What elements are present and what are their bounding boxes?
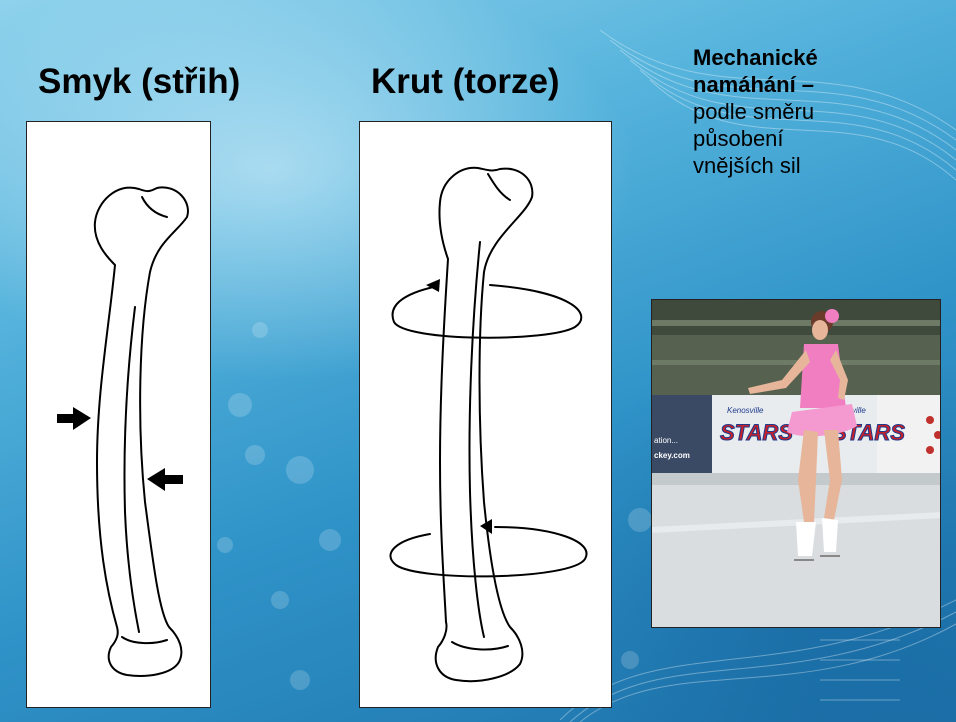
shear-arrow-left	[57, 407, 91, 430]
note-line-2: namáhání –	[693, 71, 943, 98]
banner-stars-left: STARS	[720, 420, 793, 445]
femur-outline	[95, 187, 188, 676]
mechanical-stress-note: Mechanické namáhání – podle směru působe…	[693, 44, 943, 179]
banner-small-left: Kenosville	[727, 406, 764, 415]
torsion-bone-illustration	[360, 122, 613, 709]
ad-text-1: ation...	[654, 436, 678, 445]
note-line-1: Mechanické	[693, 44, 943, 71]
title-torsion: Krut (torze)	[371, 62, 560, 102]
shear-arrow-right	[147, 468, 183, 491]
femur-outline	[436, 168, 533, 681]
note-line-3: podle směru	[693, 98, 943, 125]
torsion-arrow-upper	[393, 285, 582, 338]
note-line-4: působení	[693, 125, 943, 152]
note-line-5: vnějších sil	[693, 152, 943, 179]
shear-bone-illustration	[27, 122, 212, 709]
shear-bone-panel	[26, 121, 211, 708]
title-shear: Smyk (střih)	[38, 62, 240, 102]
figure-skater-photo: Kenosville STARS ville STARS ation... ck…	[651, 299, 941, 628]
ad-text-2: ckey.com	[654, 451, 690, 460]
torsion-bone-panel	[359, 121, 612, 708]
